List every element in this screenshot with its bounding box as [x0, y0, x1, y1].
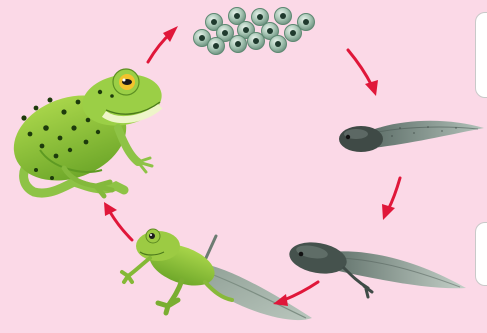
froglet-icon — [122, 229, 312, 320]
frog-spawn-icon — [194, 8, 315, 55]
adult-frog-icon — [2, 68, 166, 196]
arrow-froglet-to-frog — [104, 202, 132, 240]
arrow-tadpole-to-legs — [382, 178, 400, 220]
arrow-legs-to-froglet — [273, 282, 318, 306]
arrow-frog-to-eggs — [148, 26, 178, 62]
tadpole-icon — [339, 121, 484, 152]
arrow-eggs-to-tadpole — [348, 50, 378, 96]
tadpole-with-legs-icon — [287, 238, 466, 297]
